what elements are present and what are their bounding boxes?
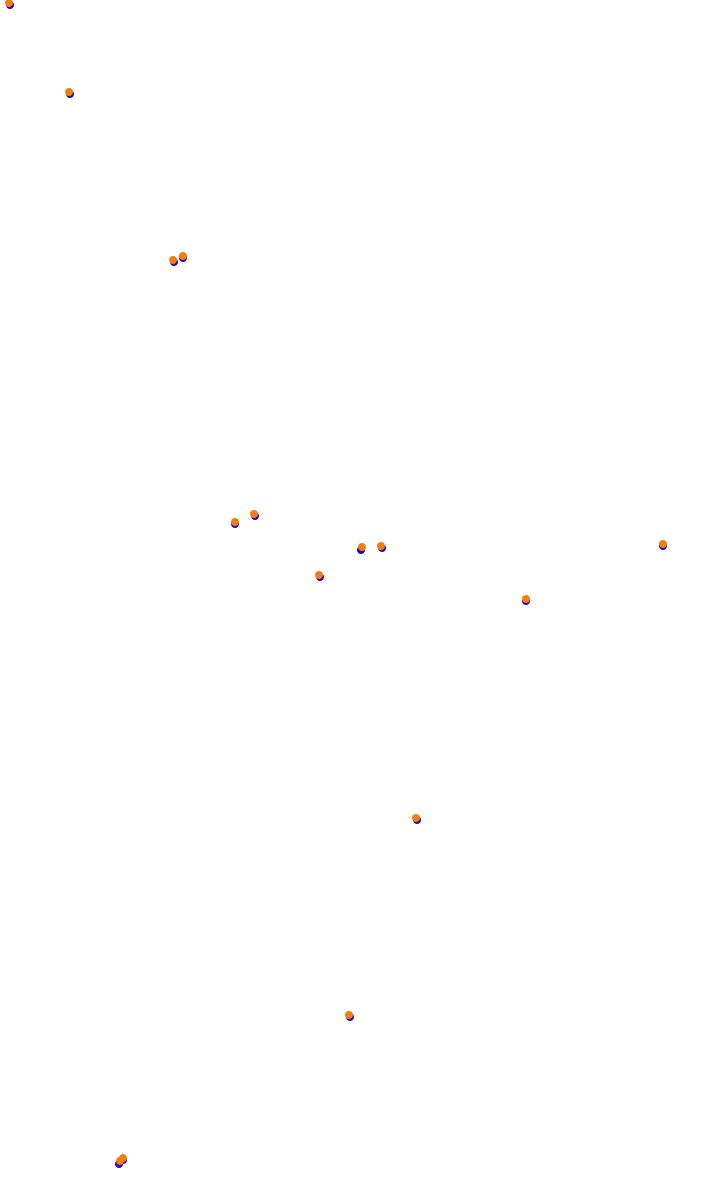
data-point xyxy=(179,252,187,260)
data-point xyxy=(412,814,420,822)
data-point xyxy=(119,1154,127,1162)
data-point xyxy=(5,0,13,7)
data-point xyxy=(659,540,667,548)
data-point xyxy=(345,1011,353,1019)
data-point xyxy=(358,543,366,551)
data-point xyxy=(315,571,323,579)
data-point xyxy=(65,88,73,96)
data-point xyxy=(169,256,177,264)
data-point xyxy=(250,510,258,518)
data-point xyxy=(377,542,385,550)
data-point xyxy=(522,595,530,603)
series-layer xyxy=(5,0,667,1168)
data-point xyxy=(231,518,239,526)
series-2 xyxy=(5,0,667,1165)
